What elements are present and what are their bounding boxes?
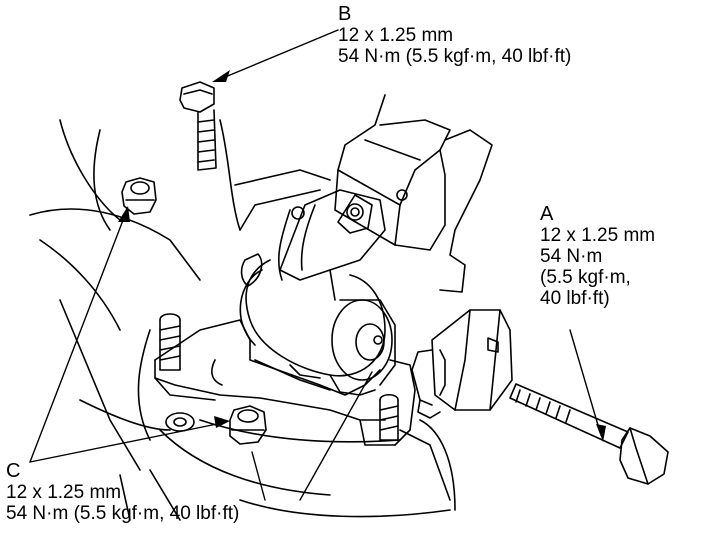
bolt-a <box>509 383 669 485</box>
callout-a-size: 12 x 1.25 mm <box>540 225 656 246</box>
callout-a-torque-kgf: (5.5 kgf·m, <box>540 267 631 288</box>
mount-base-plate <box>154 319 416 446</box>
callout-c: C 12 x 1.25 mm 54 N·m (5.5 kgf·m, 40 lbf… <box>6 460 240 525</box>
callout-a: A 12 x 1.25 mm 54 N·m (5.5 kgf·m, 40 lbf… <box>540 203 656 310</box>
callout-b: B 12 x 1.25 mm 54 N·m (5.5 kgf·m, 40 lbf… <box>338 3 572 68</box>
bolt-b <box>179 81 217 171</box>
side-bracket-block <box>411 309 513 419</box>
engine-background-outline <box>29 119 456 521</box>
upper-bracket <box>334 94 493 293</box>
callout-b-torque: 54 N·m (5.5 kgf·m, 40 lbf·ft) <box>338 46 572 67</box>
callout-b-size: 12 x 1.25 mm <box>338 25 454 46</box>
callout-c-size: 12 x 1.25 mm <box>6 482 122 503</box>
stud-left <box>159 313 181 371</box>
nut-bottom <box>229 405 267 445</box>
callout-a-letter: A <box>540 203 554 225</box>
callout-c-torque: 54 N·m (5.5 kgf·m, 40 lbf·ft) <box>6 503 240 524</box>
leader-lines <box>29 29 601 501</box>
callout-b-letter: B <box>338 3 352 25</box>
callout-a-torque-nm: 54 N·m <box>540 246 603 267</box>
stud-right <box>379 393 399 441</box>
callout-a-torque-lbf: 40 lbf·ft) <box>540 288 610 309</box>
callout-c-letter: C <box>6 460 21 482</box>
arrowheads <box>118 70 606 442</box>
